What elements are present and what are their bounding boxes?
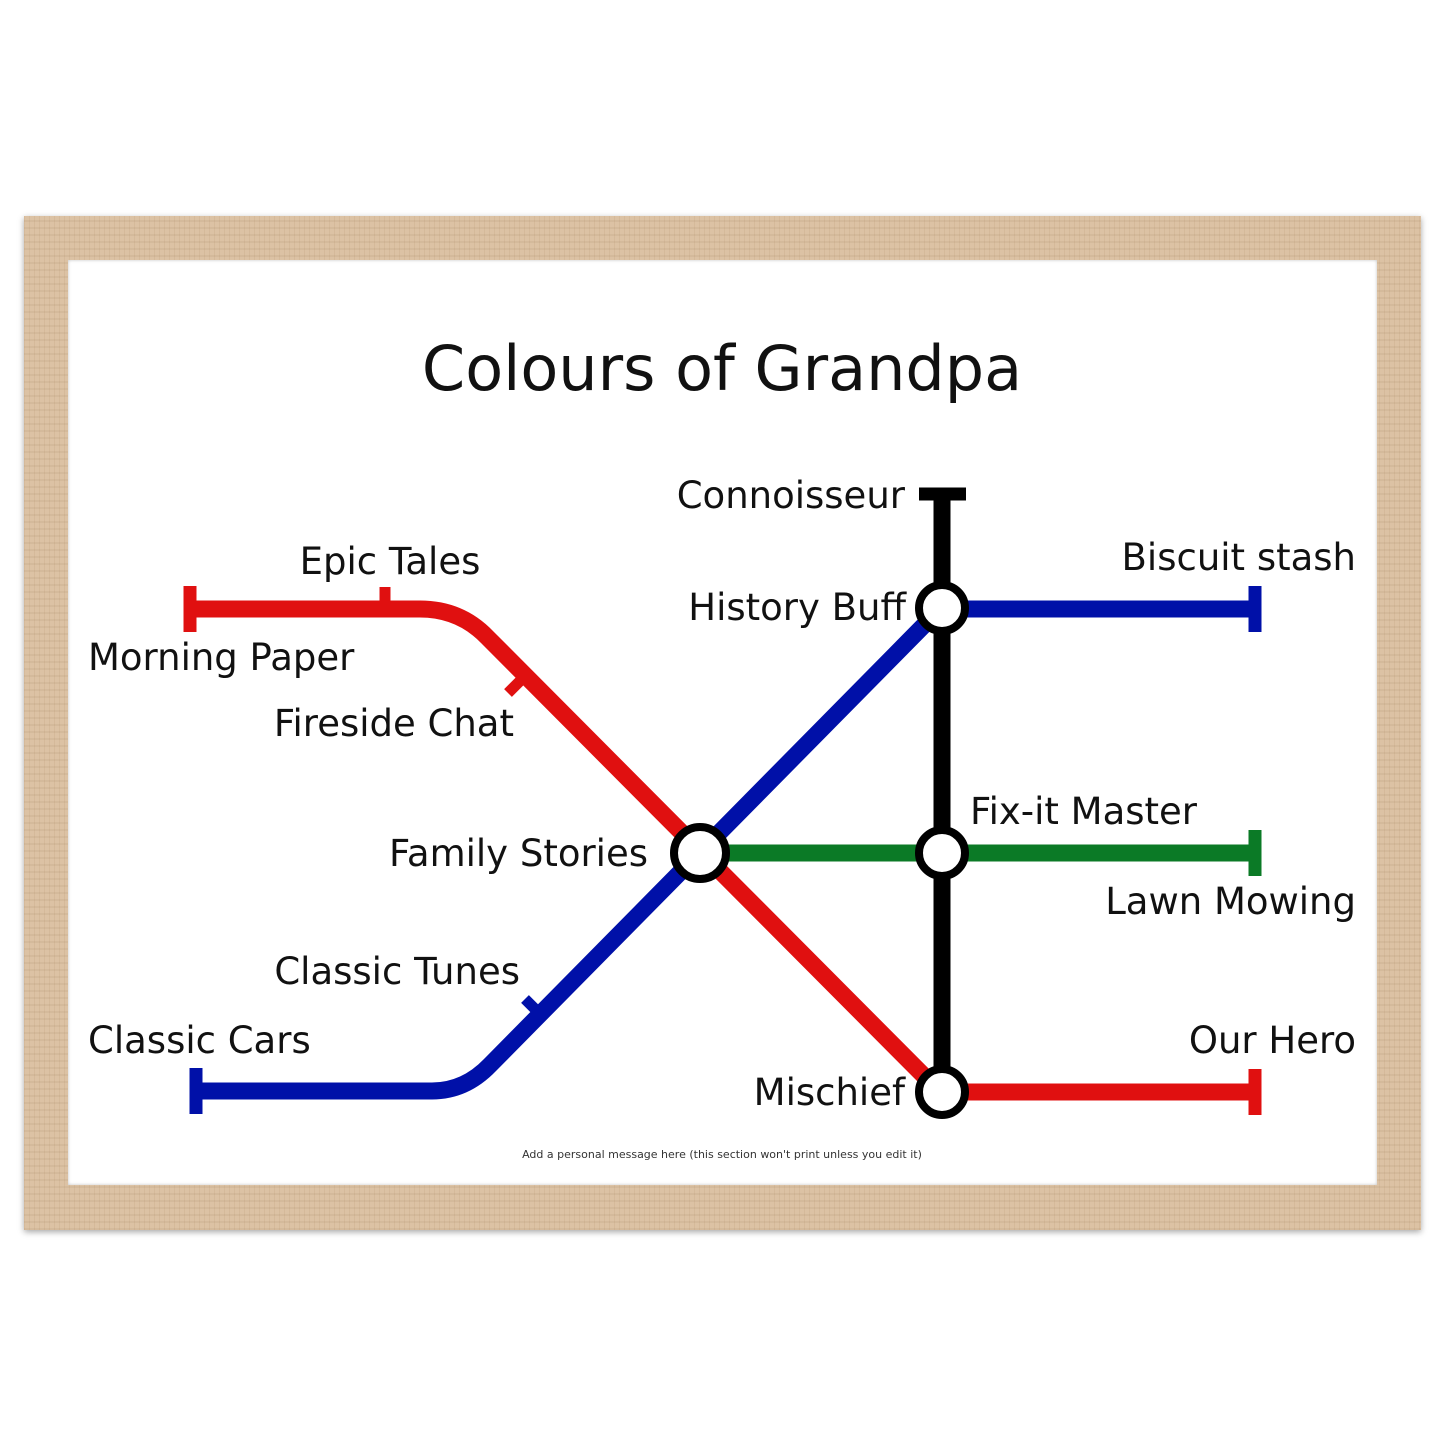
poster-paper xyxy=(68,260,1377,1185)
red-line-track xyxy=(190,600,1255,1101)
label-lawn-mowing: Lawn Mowing xyxy=(1105,880,1356,923)
label-morning-paper: Morning Paper xyxy=(88,636,355,679)
interchange-fix-it-master xyxy=(915,826,969,880)
poster-title: Colours of Grandpa xyxy=(422,332,1022,405)
red-tick-fireside-chat xyxy=(504,676,525,697)
label-classic-cars: Classic Cars xyxy=(88,1019,311,1062)
label-history-buff: History Buff xyxy=(688,586,907,629)
blue-tick-classic-tunes xyxy=(521,995,542,1016)
personal-message-note: Add a personal message here (this sectio… xyxy=(522,1148,922,1161)
interchange-mischief xyxy=(915,1065,969,1119)
label-biscuit-stash: Biscuit stash xyxy=(1122,536,1356,579)
label-fix-it-master: Fix-it Master xyxy=(970,790,1198,833)
label-mischief: Mischief xyxy=(754,1071,906,1114)
label-connoisseur: Connoisseur xyxy=(677,474,906,517)
label-our-hero: Our Hero xyxy=(1189,1019,1356,1062)
label-family-stories: Family Stories xyxy=(389,832,648,875)
blue-line-track xyxy=(196,600,1255,1100)
interchange-history-buff xyxy=(915,581,969,635)
blue-line xyxy=(189,586,1262,1114)
label-epic-tales: Epic Tales xyxy=(300,540,481,583)
label-classic-tunes: Classic Tunes xyxy=(274,950,520,993)
label-fireside-chat: Fireside Chat xyxy=(274,702,514,745)
red-line xyxy=(183,586,1262,1115)
green-line xyxy=(700,830,1262,876)
interchange-family-stories xyxy=(670,823,730,883)
